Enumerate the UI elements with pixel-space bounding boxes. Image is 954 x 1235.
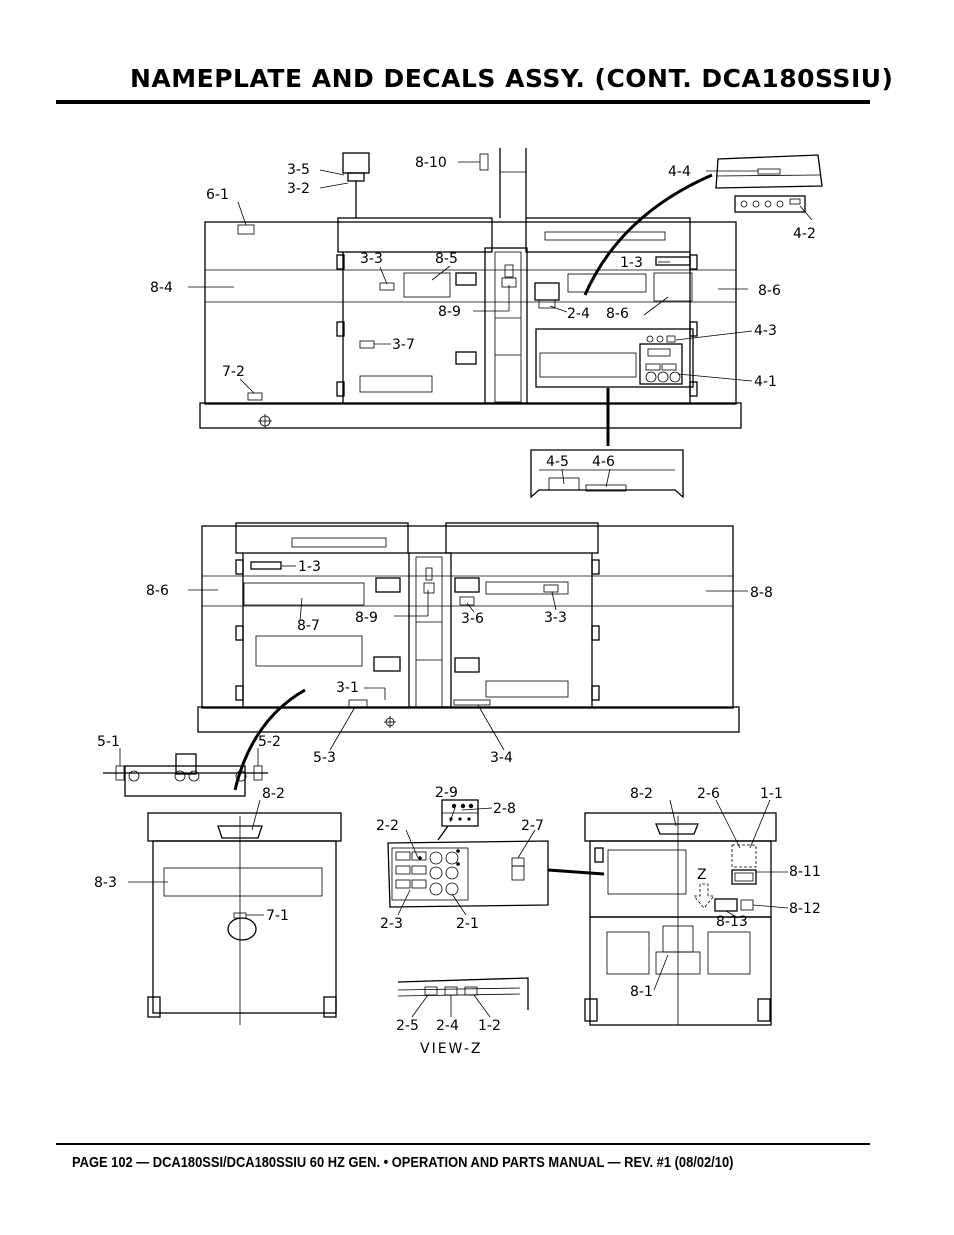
callout-8-2: 8-2	[262, 786, 285, 802]
callout-2-2: 2-2	[376, 818, 399, 834]
callout-2-4: 2-4	[567, 306, 590, 322]
callout-4-2: 4-2	[793, 226, 816, 242]
page-footer: PAGE 102 — DCA180SSI/DCA180SSIU 60 HZ GE…	[72, 1154, 734, 1171]
control-panel-detail: 2-9 2-8 2-2 2-7 2-3 2-1	[376, 785, 605, 932]
callout-8-7: 8-7	[297, 618, 320, 634]
callout-8-6: 8-6	[606, 306, 629, 322]
middle-generator-view: 1-3 8-6 8-8 8-7 8-9 3-6 3-3 3-1 5-1 5-2 …	[97, 522, 773, 797]
top-generator-view: 3-5 3-2 8-10 4-4 6-1 4-2 3-3 8-5 1-3 8-4…	[150, 148, 823, 499]
callout-5-3: 5-3	[313, 750, 336, 766]
callout-1-3: 1-3	[298, 559, 321, 575]
callout-8-8: 8-8	[750, 585, 773, 601]
callout-5-1: 5-1	[97, 734, 120, 750]
callout-8-9: 8-9	[355, 610, 378, 626]
callout-1-2: 1-2	[478, 1018, 501, 1034]
callout-3-1: 3-1	[336, 680, 359, 696]
end-view-left: 8-2 8-3 7-1	[94, 786, 342, 1025]
footer-rule	[56, 1143, 870, 1145]
callout-z: Z	[697, 867, 707, 883]
callout-2-5: 2-5	[396, 1018, 419, 1034]
callout-8-3: 8-3	[94, 875, 117, 891]
callout-4-4: 4-4	[668, 164, 691, 180]
callout-5-2: 5-2	[258, 734, 281, 750]
view-z-label: VIEW-Z	[420, 1041, 482, 1057]
callout-8-1: 8-1	[630, 984, 653, 1000]
callout-8-4: 8-4	[150, 280, 173, 296]
callout-4-6: 4-6	[592, 454, 615, 470]
end-view-right: 8-2 2-6 1-1 Z 8-11 8-12 8-13 8-1	[584, 786, 821, 1026]
callout-4-5: 4-5	[546, 454, 569, 470]
callout-8-13: 8-13	[716, 914, 748, 930]
callout-8-11: 8-11	[789, 864, 821, 880]
callout-2-9: 2-9	[435, 785, 458, 801]
callout-6-1: 6-1	[206, 187, 229, 203]
page-title: NAMEPLATE AND DECALS ASSY. (CONT. DCA180…	[130, 64, 894, 93]
callout-2-1: 2-1	[456, 916, 479, 932]
callout-8-5: 8-5	[435, 251, 458, 267]
callout-3-5: 3-5	[287, 162, 310, 178]
callout-7-2: 7-2	[222, 364, 245, 380]
callout-8-10: 8-10	[415, 155, 447, 171]
callout-3-6: 3-6	[461, 611, 484, 627]
callout-8-6: 8-6	[146, 583, 169, 599]
callout-8-9: 8-9	[438, 304, 461, 320]
title-rule	[56, 100, 870, 104]
callout-2-4: 2-4	[436, 1018, 459, 1034]
callout-4-1: 4-1	[754, 374, 777, 390]
callout-8-12: 8-12	[789, 901, 821, 917]
callout-2-6: 2-6	[697, 786, 720, 802]
callout-2-8: 2-8	[493, 801, 516, 817]
callout-2-3: 2-3	[380, 916, 403, 932]
callout-7-1: 7-1	[266, 908, 289, 924]
callout-1-1: 1-1	[760, 786, 783, 802]
callout-3-3: 3-3	[360, 251, 383, 267]
callout-3-3: 3-3	[544, 610, 567, 626]
view-z-detail: 2-5 2-4 1-2 VIEW-Z	[396, 977, 529, 1057]
callout-2-7: 2-7	[521, 818, 544, 834]
callout-8-6: 8-6	[758, 283, 781, 299]
callout-3-2: 3-2	[287, 181, 310, 197]
callout-3-7: 3-7	[392, 337, 415, 353]
callout-8-2: 8-2	[630, 786, 653, 802]
callout-4-3: 4-3	[754, 323, 777, 339]
callout-1-3: 1-3	[620, 255, 643, 271]
callout-3-4: 3-4	[490, 750, 513, 766]
